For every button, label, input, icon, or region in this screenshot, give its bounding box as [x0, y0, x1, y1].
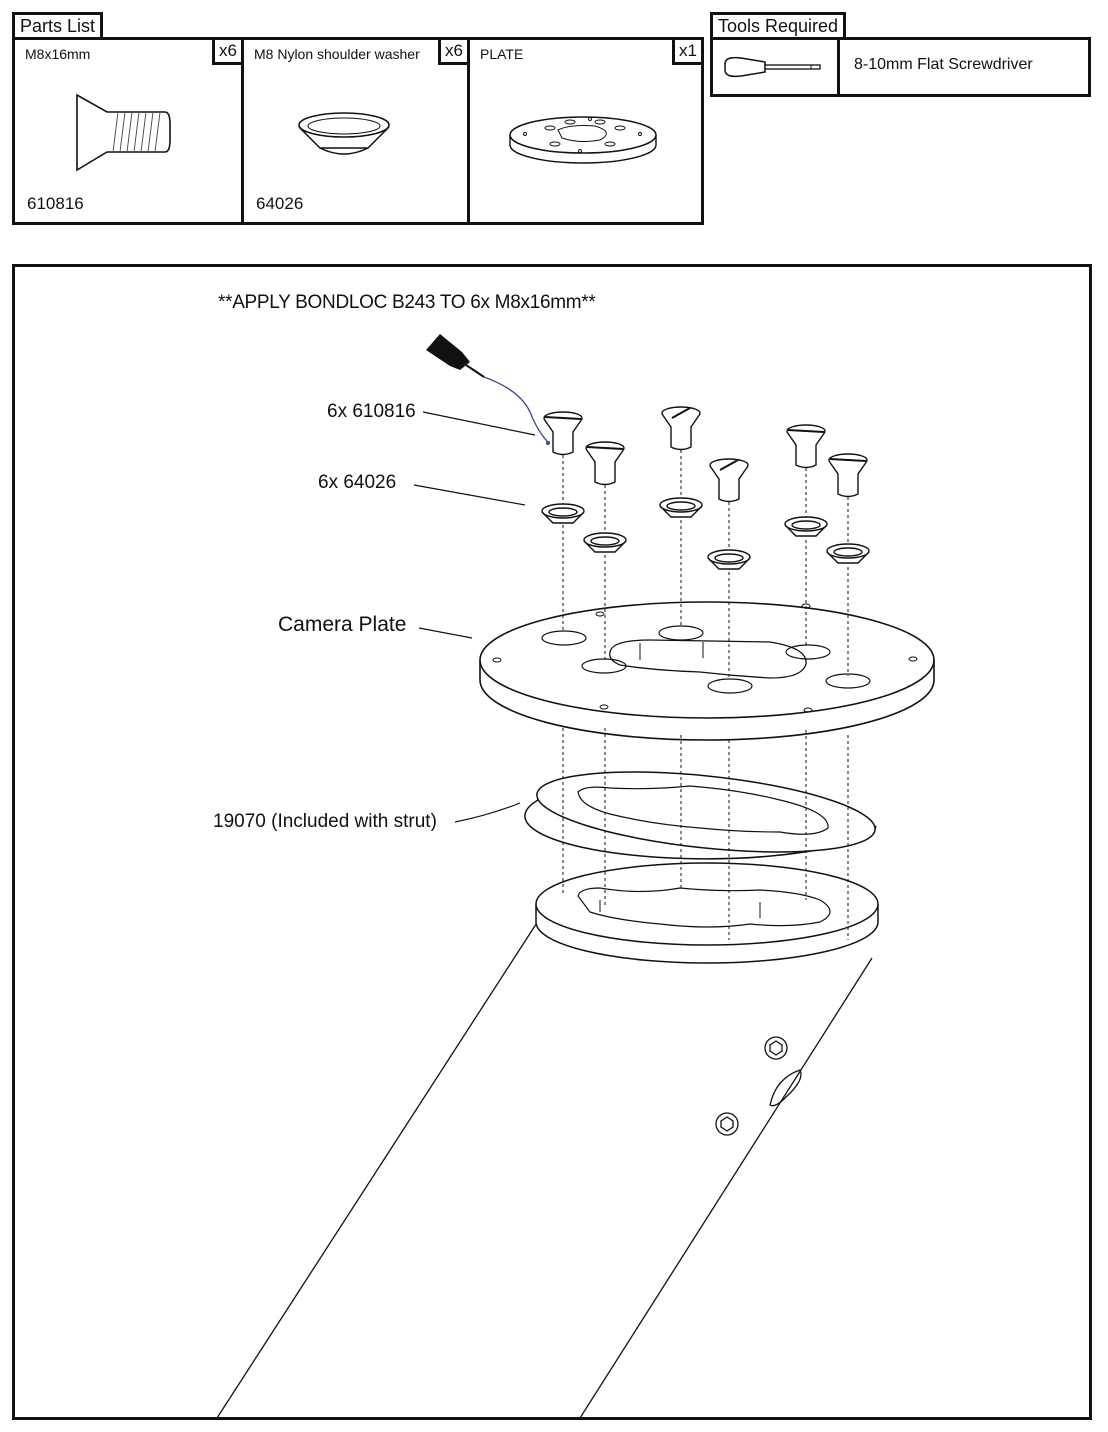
part-item-plate: PLATE x1 [470, 40, 701, 222]
plate-icon [509, 116, 657, 164]
countersunk-screw-icon [76, 93, 171, 172]
tool-icon-cell [713, 40, 840, 94]
countersunk-screws [543, 406, 868, 503]
part-qty: x1 [672, 40, 701, 65]
strut-top-flange [535, 862, 879, 964]
tool-name: 8-10mm Flat Screwdriver [854, 56, 1033, 73]
shoulder-washers [541, 497, 870, 570]
tools-table: 8-10mm Flat Screwdriver [710, 37, 1091, 97]
parts-list-title: Parts List [12, 12, 104, 37]
part-name: M8 Nylon shoulder washer [254, 46, 420, 62]
threadlocker-note: **APPLY BONDLOC B243 TO 6x M8x16mm** [218, 292, 596, 313]
part-code: 64026 [256, 194, 304, 213]
tool-item: 8-10mm Flat Screwdriver [840, 40, 1088, 94]
flat-screwdriver-icon [724, 56, 821, 78]
callout-leader-lines [413, 411, 536, 823]
alignment-guides [562, 450, 849, 940]
part-name: M8x16mm [25, 46, 91, 62]
screws-callout-label: 6x 610816 [327, 401, 416, 422]
part-item-washer: M8 Nylon shoulder washer x6 64026 [244, 40, 470, 222]
assembly-diagram-frame [12, 264, 1092, 1420]
gasket-19070 [524, 771, 877, 860]
tools-required-title: Tools Required [710, 12, 847, 37]
part-item-screw: M8x16mm x6 610816 [15, 40, 244, 222]
part-qty: x6 [438, 40, 467, 65]
washers-callout-label: 6x 64026 [318, 472, 397, 493]
part-code: 610816 [27, 194, 84, 213]
adhesive-bottle-icon [426, 334, 550, 445]
parts-list-table: M8x16mm x6 610816 M8 Nylon shoulder wash… [12, 37, 704, 225]
part-name: PLATE [480, 46, 524, 62]
shoulder-washer-icon [298, 112, 390, 155]
camera-plate [479, 601, 935, 741]
gasket-label: 19070 (Included with strut) [213, 811, 437, 832]
strut-tube [216, 917, 873, 1419]
part-qty: x6 [212, 40, 241, 65]
camera-plate-label: Camera Plate [278, 613, 407, 636]
